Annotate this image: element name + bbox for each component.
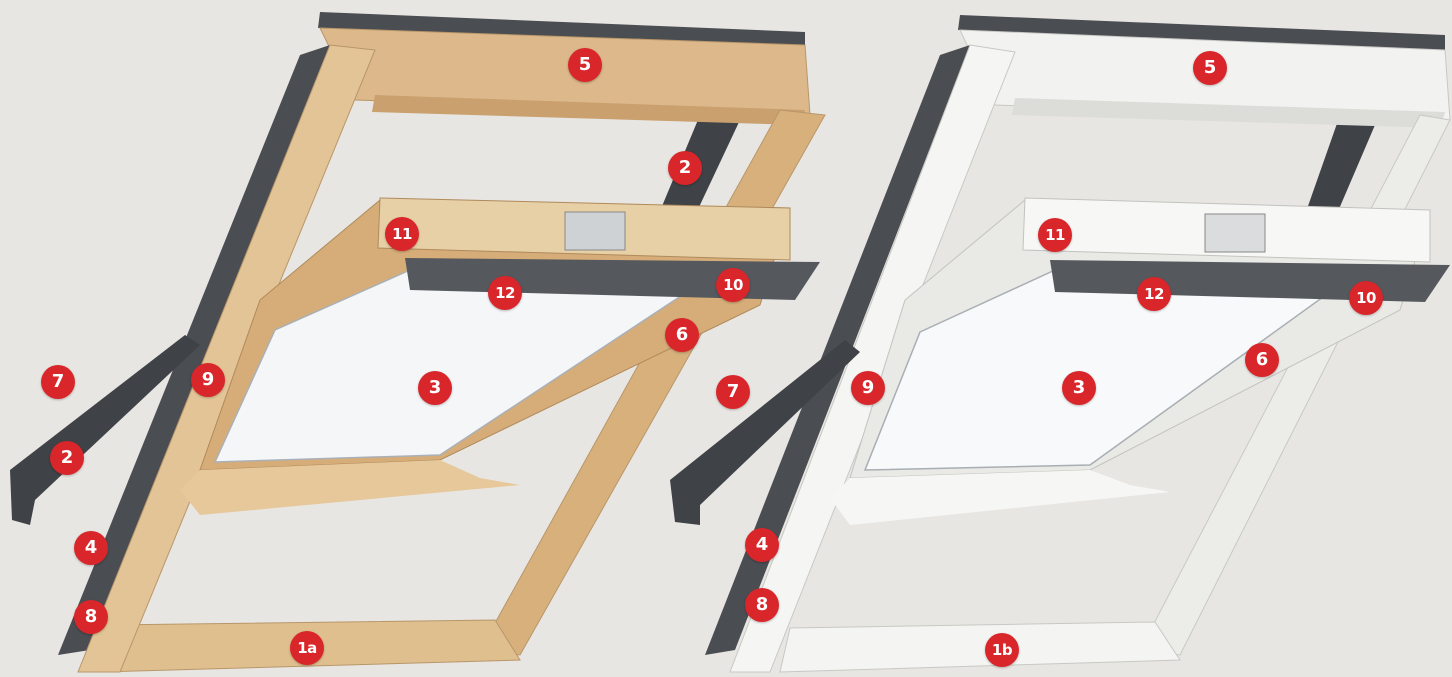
white-marker-4: 4 bbox=[745, 528, 779, 562]
pine-window bbox=[10, 12, 826, 673]
pine-marker-12: 12 bbox=[488, 276, 522, 310]
pine-handle bbox=[564, 211, 626, 251]
white-marker-9: 9 bbox=[851, 371, 885, 405]
pine-sash-lower bbox=[180, 460, 520, 515]
white-sash-lower bbox=[830, 470, 1170, 525]
pine-marker-10: 10 bbox=[716, 268, 750, 302]
pine-top-flashing bbox=[318, 12, 805, 45]
white-marker-11: 11 bbox=[1038, 218, 1072, 252]
pine-marker-11: 11 bbox=[385, 217, 419, 251]
pine-marker-2-side: 2 bbox=[50, 441, 84, 475]
white-marker-6: 6 bbox=[1245, 343, 1279, 377]
pine-marker-5: 5 bbox=[568, 48, 602, 82]
pine-marker-2-top: 2 bbox=[668, 151, 702, 185]
white-handle bbox=[1204, 213, 1266, 253]
white-frame-bottom bbox=[779, 621, 1181, 673]
white-marker-7: 7 bbox=[716, 375, 750, 409]
pine-frame-left bbox=[77, 44, 376, 673]
pine-side-flashing bbox=[10, 335, 200, 525]
white-top-flashing bbox=[958, 15, 1445, 50]
white-marker-5: 5 bbox=[1193, 51, 1227, 85]
white-window bbox=[670, 15, 1451, 673]
white-frame-left bbox=[729, 44, 1016, 673]
pine-marker-3: 3 bbox=[418, 371, 452, 405]
white-marker-1b: 1b bbox=[985, 633, 1019, 667]
pine-marker-4: 4 bbox=[74, 531, 108, 565]
pine-frame-top-inner bbox=[372, 95, 805, 125]
white-marker-10: 10 bbox=[1349, 281, 1383, 315]
pine-marker-6: 6 bbox=[665, 318, 699, 352]
white-frame-top-inner bbox=[1012, 98, 1445, 128]
white-marker-12: 12 bbox=[1137, 277, 1171, 311]
pine-marker-9: 9 bbox=[191, 363, 225, 397]
pine-marker-8: 8 bbox=[74, 600, 108, 634]
pine-marker-1a: 1a bbox=[290, 631, 324, 665]
white-side-flashing bbox=[670, 340, 860, 525]
white-marker-8: 8 bbox=[745, 588, 779, 622]
white-marker-3: 3 bbox=[1062, 371, 1096, 405]
pine-marker-7: 7 bbox=[41, 365, 75, 399]
